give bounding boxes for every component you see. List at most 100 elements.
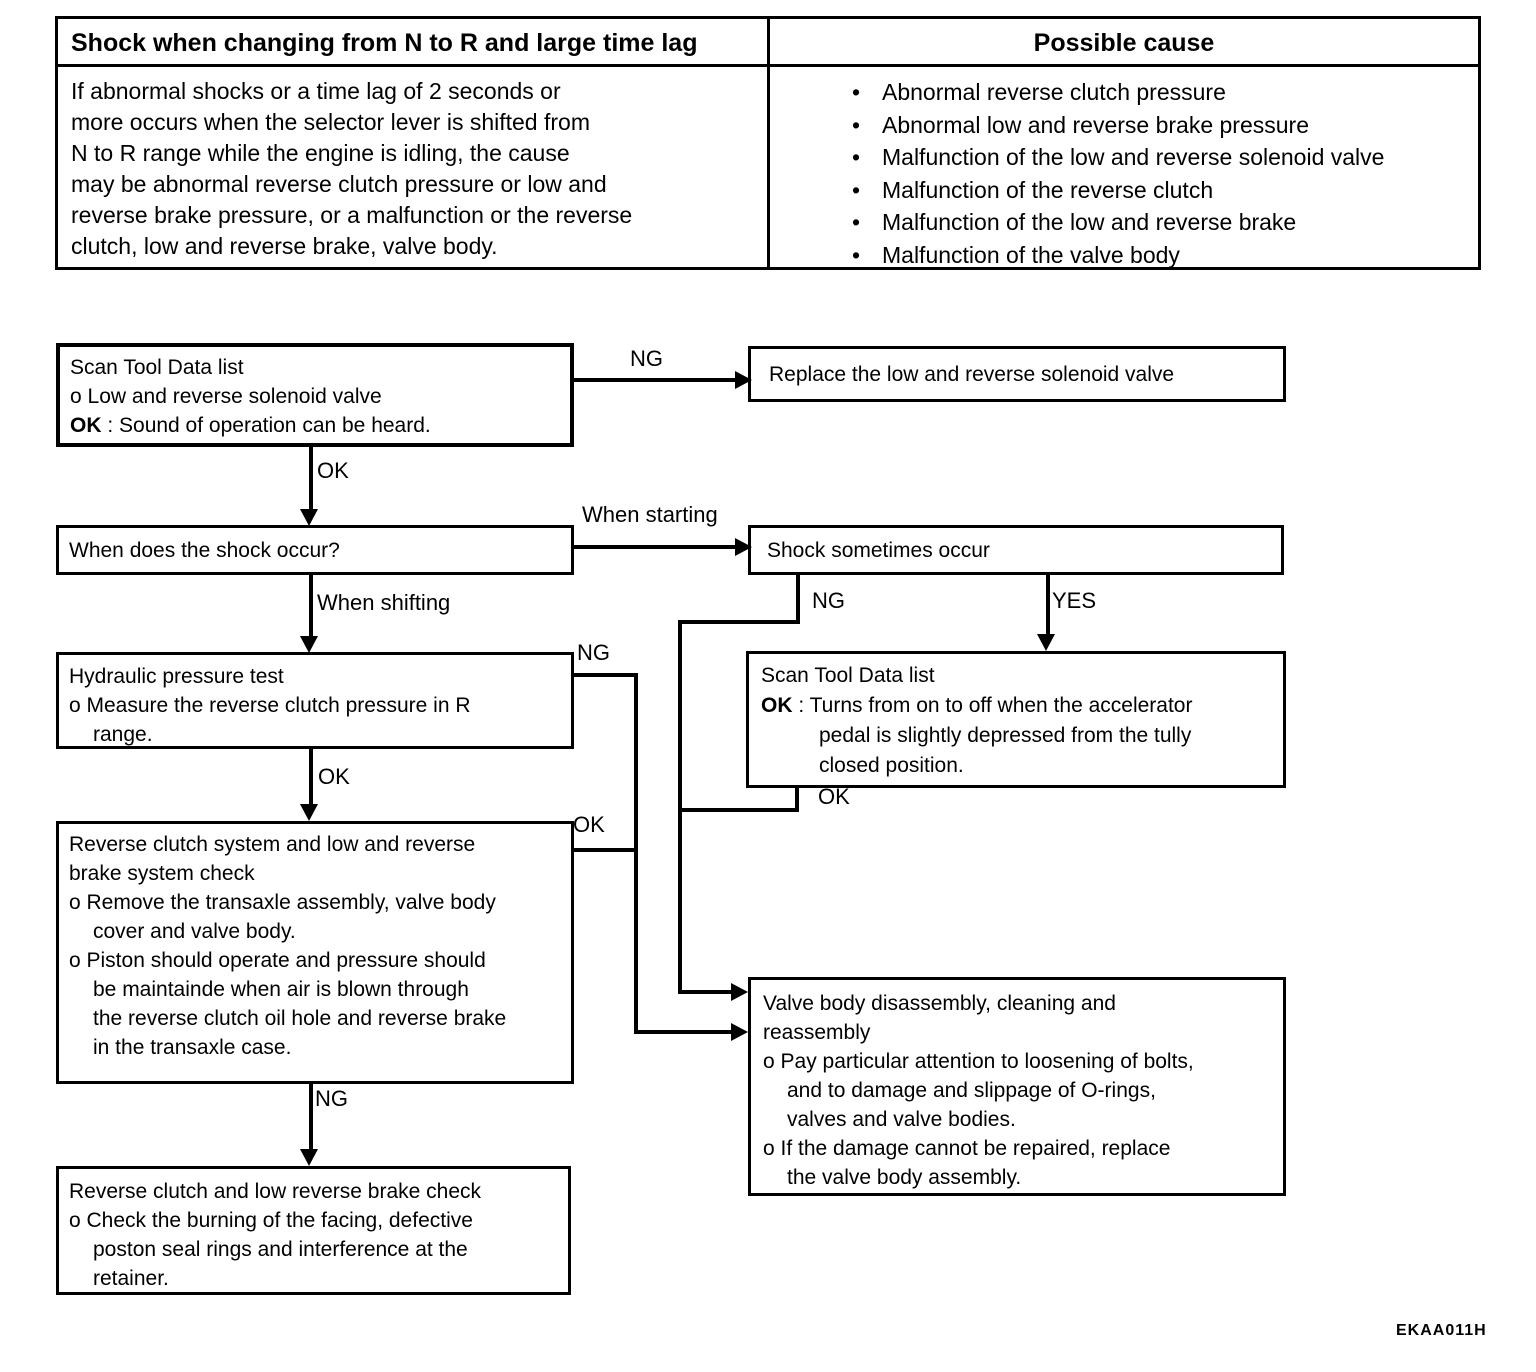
box-line: Shock sometimes occur — [767, 538, 990, 562]
connector-merge-line — [678, 620, 682, 994]
arrow-right-icon — [731, 983, 748, 1001]
cause-text: Malfunction of the low and reverse solen… — [882, 144, 1385, 170]
flow-box-scan-tool-1: Scan Tool Data list o Low and reverse so… — [56, 343, 574, 447]
edge-label-ng: NG — [577, 640, 610, 665]
cause-item: • Malfunction of the low and reverse brak… — [852, 206, 1384, 239]
symptom-description-cell: If abnormal shocks or a time lag of 2 se… — [71, 76, 632, 262]
box-line: retainer. — [93, 1267, 169, 1290]
box-line-rest: : Sound of operation can be heard. — [101, 414, 431, 437]
box-line: be maintainde when air is blown through — [93, 978, 469, 1001]
edge-label-when-starting: When starting — [582, 502, 718, 527]
table-column-divider — [767, 19, 770, 267]
table-header-divider — [58, 64, 1478, 67]
edge-label-ng: NG — [630, 346, 663, 371]
box-line: the reverse clutch oil hole and reverse … — [93, 1007, 507, 1030]
flow-box-reverse-brake-check: Reverse clutch and low reverse brake che… — [56, 1166, 571, 1295]
flow-box-valve-body: Valve body disassembly, cleaning and rea… — [748, 977, 1286, 1196]
description-line: may be abnormal reverse clutch pressure … — [71, 171, 607, 197]
box-line: Scan Tool Data list — [761, 664, 935, 687]
description-line: If abnormal shocks or a time lag of 2 se… — [71, 78, 561, 104]
edge-label-ok: OK — [573, 812, 605, 837]
box-line: Hydraulic pressure test — [69, 665, 284, 688]
box-line: Replace the low and reverse solenoid val… — [769, 362, 1175, 386]
edge-label-ok: OK — [818, 784, 850, 809]
arrow-down-icon — [300, 509, 318, 526]
box-line: o Remove the transaxle assembly, valve b… — [69, 891, 496, 914]
box-line: o Pay particular attention to loosening … — [763, 1050, 1194, 1073]
box-line: OK : Sound of operation can be heard. — [70, 411, 570, 440]
description-line: clutch, low and reverse brake, valve bod… — [71, 233, 498, 259]
cause-text: Malfunction of the valve body — [882, 241, 1180, 268]
connector-ok-hydraulic-line — [309, 749, 313, 806]
box-line: brake system check — [69, 862, 255, 885]
connector-when-shifting-line — [309, 575, 313, 638]
figure-code: EKAA011H — [1396, 1322, 1487, 1339]
bullet-icon: • — [852, 241, 861, 268]
box-line: o Measure the reverse clutch pressure in… — [69, 694, 471, 717]
connector-merge-line-2 — [634, 673, 638, 1034]
ok-prefix: OK — [70, 414, 102, 437]
cause-item: • Malfunction of the low and reverse sole… — [852, 141, 1384, 174]
box-line-rest: : Turns from on to off when the accelera… — [792, 694, 1193, 717]
symptom-cause-table: Shock when changing from N to R and larg… — [55, 16, 1481, 270]
arrow-down-icon — [300, 1149, 318, 1166]
cause-item: • Abnormal low and reverse brake pressure — [852, 109, 1384, 142]
bullet-icon: • — [852, 176, 861, 203]
box-line: o Low and reverse solenoid valve — [70, 385, 382, 408]
box-line: and to damage and slippage of O-rings, — [787, 1079, 1156, 1102]
arrow-down-icon — [300, 636, 318, 653]
flow-box-shock-sometimes: Shock sometimes occur — [748, 525, 1284, 575]
box-line: Reverse clutch and low reverse brake che… — [69, 1180, 482, 1203]
cause-column-header: Possible cause — [1033, 29, 1215, 57]
edge-label-ng: NG — [315, 1086, 348, 1111]
arrow-right-icon — [735, 538, 752, 556]
cause-text: Abnormal low and reverse brake pressure — [882, 111, 1309, 138]
bullet-icon: • — [852, 144, 861, 170]
cause-text: Abnormal reverse clutch pressure — [882, 79, 1226, 105]
connector-ng-system-line — [309, 1084, 313, 1151]
edge-label-when-shifting: When shifting — [317, 590, 451, 615]
arrow-right-icon — [731, 1023, 748, 1041]
connector-ok-scan2-line — [678, 808, 799, 812]
box-line: Reverse clutch system and low and revers… — [69, 833, 476, 856]
box-line: o Check the burning of the facing, defec… — [69, 1209, 473, 1232]
arrow-down-icon — [300, 804, 318, 821]
box-line: Scan Tool Data list — [70, 356, 244, 379]
connector-ok-scan2-line — [795, 788, 799, 812]
connector-ok-system-line — [574, 848, 638, 852]
flow-box-replace-solenoid: Replace the low and reverse solenoid val… — [748, 346, 1286, 402]
box-line: cover and valve body. — [93, 920, 296, 943]
edge-label-ok: OK — [317, 458, 349, 483]
box-line: closed position. — [819, 754, 964, 777]
flow-box-scan-tool-2: Scan Tool Data list OK : Turns from on t… — [746, 651, 1286, 788]
flow-box-reverse-system-check: Reverse clutch system and low and revers… — [56, 821, 574, 1084]
description-line: N to R range while the engine is idling,… — [71, 140, 570, 166]
ok-prefix: OK — [761, 694, 793, 717]
cause-text: Malfunction of the low and reverse brake — [882, 209, 1297, 235]
connector-ng-hydraulic-line — [574, 673, 638, 677]
connector-ng-shock-line — [678, 620, 800, 624]
box-line: Valve body disassembly, cleaning and — [763, 992, 1116, 1015]
description-line: more occurs when the selector lever is s… — [71, 109, 590, 135]
connector-into-valve-body-line — [678, 990, 735, 994]
description-line: reverse brake pressure, or a malfunction… — [71, 202, 633, 228]
bullet-icon: • — [852, 209, 861, 235]
edge-label-ng: NG — [812, 588, 845, 613]
connector-when-starting-line — [574, 545, 736, 549]
edge-label-yes: YES — [1052, 588, 1097, 613]
arrow-down-icon — [1037, 634, 1055, 651]
connector-ng-shock-line — [796, 575, 800, 624]
flow-box-when-shock: When does the shock occur? — [56, 525, 574, 575]
edge-label-ok: OK — [318, 764, 350, 789]
connector-ok-scan1-line — [309, 447, 313, 511]
cause-item: • Malfunction of the valve body — [852, 239, 1384, 272]
arrow-right-icon — [735, 371, 752, 389]
box-line: When does the shock occur? — [69, 538, 340, 562]
box-line: range. — [93, 723, 153, 746]
bullet-icon: • — [852, 111, 861, 138]
box-line: reassembly — [763, 1021, 871, 1044]
connector-into-valve-body-line-2 — [634, 1030, 735, 1034]
connector-yes-line — [1046, 575, 1050, 636]
bullet-icon: • — [852, 79, 861, 105]
